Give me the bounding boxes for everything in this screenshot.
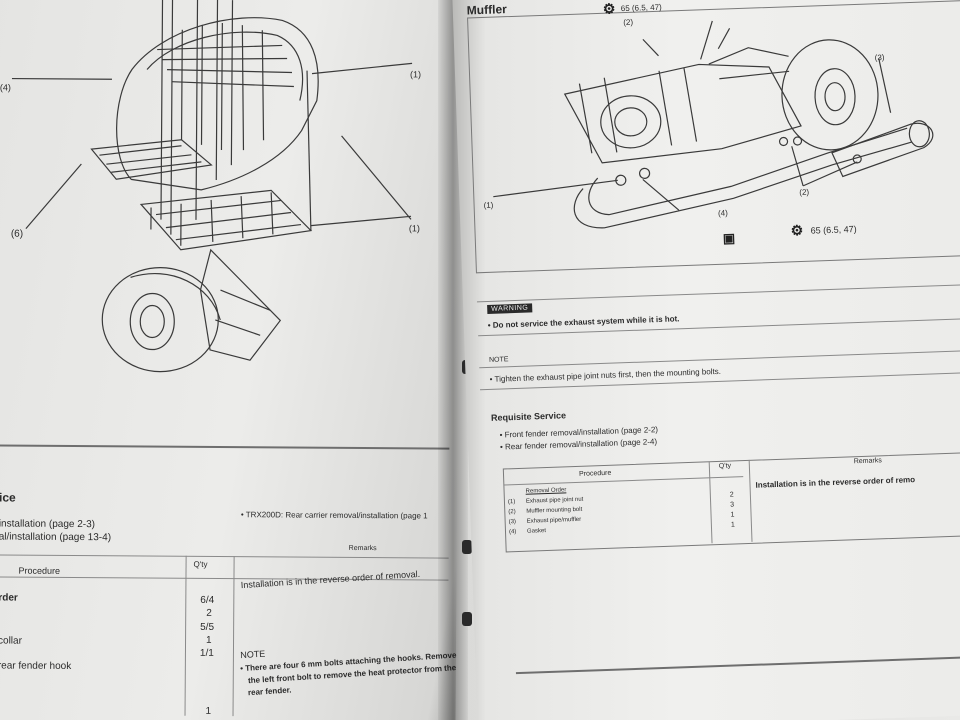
callout-right-2-top: (2) [623,17,634,28]
right-header-procedure: Procedure [578,469,612,478]
left-row-1-qty: 6/4 [200,594,215,606]
left-row-4-label: collar [0,635,22,647]
row-4-num: (4) [508,529,517,536]
muffler-title: Muffler [466,2,508,18]
callout-right-3: (3) [874,52,885,63]
right-header-qty: Q'ty [718,462,732,470]
left-header-procedure: Procedure [18,565,61,576]
page-bottom-rule [515,655,960,675]
row-2-qty: 3 [730,501,735,509]
binder-ring-5 [462,612,472,626]
requisite-rear: • Rear fender removal/installation (page… [499,437,658,452]
callout-right-1: (1) [483,200,494,211]
callout-left-4: (4) [0,82,11,93]
callout-left-1b: (1) [408,223,420,234]
carrier-note: • TRX200D: Rear carrier removal/installa… [240,510,428,521]
requisite-line-1: installation (page 2-3) [0,518,96,531]
binder-ring-4 [462,540,472,554]
left-row-4-qty: 1 [206,634,212,646]
requisite-title: Requisite Service [490,410,567,423]
left-row-1-label: rder [0,592,18,604]
left-row-5-qty: 1/1 [199,647,214,659]
left-header-qty: Q'ty [193,559,208,569]
right-header-remarks: Remarks [853,457,882,466]
row-3-qty: 1 [730,511,735,519]
callout-left-6: (6) [10,228,24,240]
right-page: Muffler [452,0,960,720]
left-page: (4) (6) (1) (1) ice installation (page 2… [0,0,461,720]
warning-top-rule [476,283,960,303]
row-4-qty: 1 [730,521,735,529]
requisite-line-2: al/installation (page 13-4) [0,531,112,544]
row-3-num: (3) [508,519,517,526]
row-1-num: (1) [507,499,516,506]
row-4-label: Gasket [526,528,547,535]
callout-right-2-bottom: (2) [799,187,810,197]
torque-icon-bottom: ⚙ [790,221,804,239]
left-header-remarks: Remarks [348,544,377,553]
left-row-7-qty: 1 [205,705,212,717]
left-row-6-label: rear fender hook [0,660,72,672]
row-2-num: (2) [508,509,516,516]
warning-tag: WARNING [487,303,533,314]
torque-top: 65 (6.5, 47) [620,2,662,14]
torque-bottom: 65 (6.5, 47) [810,224,857,236]
left-row-3-qty: 5/5 [200,621,215,633]
section-rule [0,444,450,450]
muffler-exhaust-diagram [493,20,934,229]
row-1-qty: 2 [729,491,734,499]
callout-left-1a: (1) [409,69,422,80]
note-top-rule [479,349,960,369]
note-label: NOTE [488,356,509,364]
table-col-divider-1 [184,555,187,716]
table-top-rule [0,554,449,559]
left-row-2-qty: 2 [206,607,212,619]
callout-right-4: (4) [717,208,728,218]
rear-fender-exploded-diagram [11,0,413,373]
torque-icon-top: ⚙ [602,0,616,17]
left-note-line-3: rear fender. [247,685,292,698]
section-title: ice [0,490,16,505]
warning-text: • Do not service the exhaust system whil… [487,314,680,330]
left-note-label: NOTE [239,648,266,661]
left-remarks-main: Installation is in the reverse order of … [240,568,421,591]
table-col-divider-2 [232,556,235,717]
seal-icon: ▣ [722,230,736,246]
